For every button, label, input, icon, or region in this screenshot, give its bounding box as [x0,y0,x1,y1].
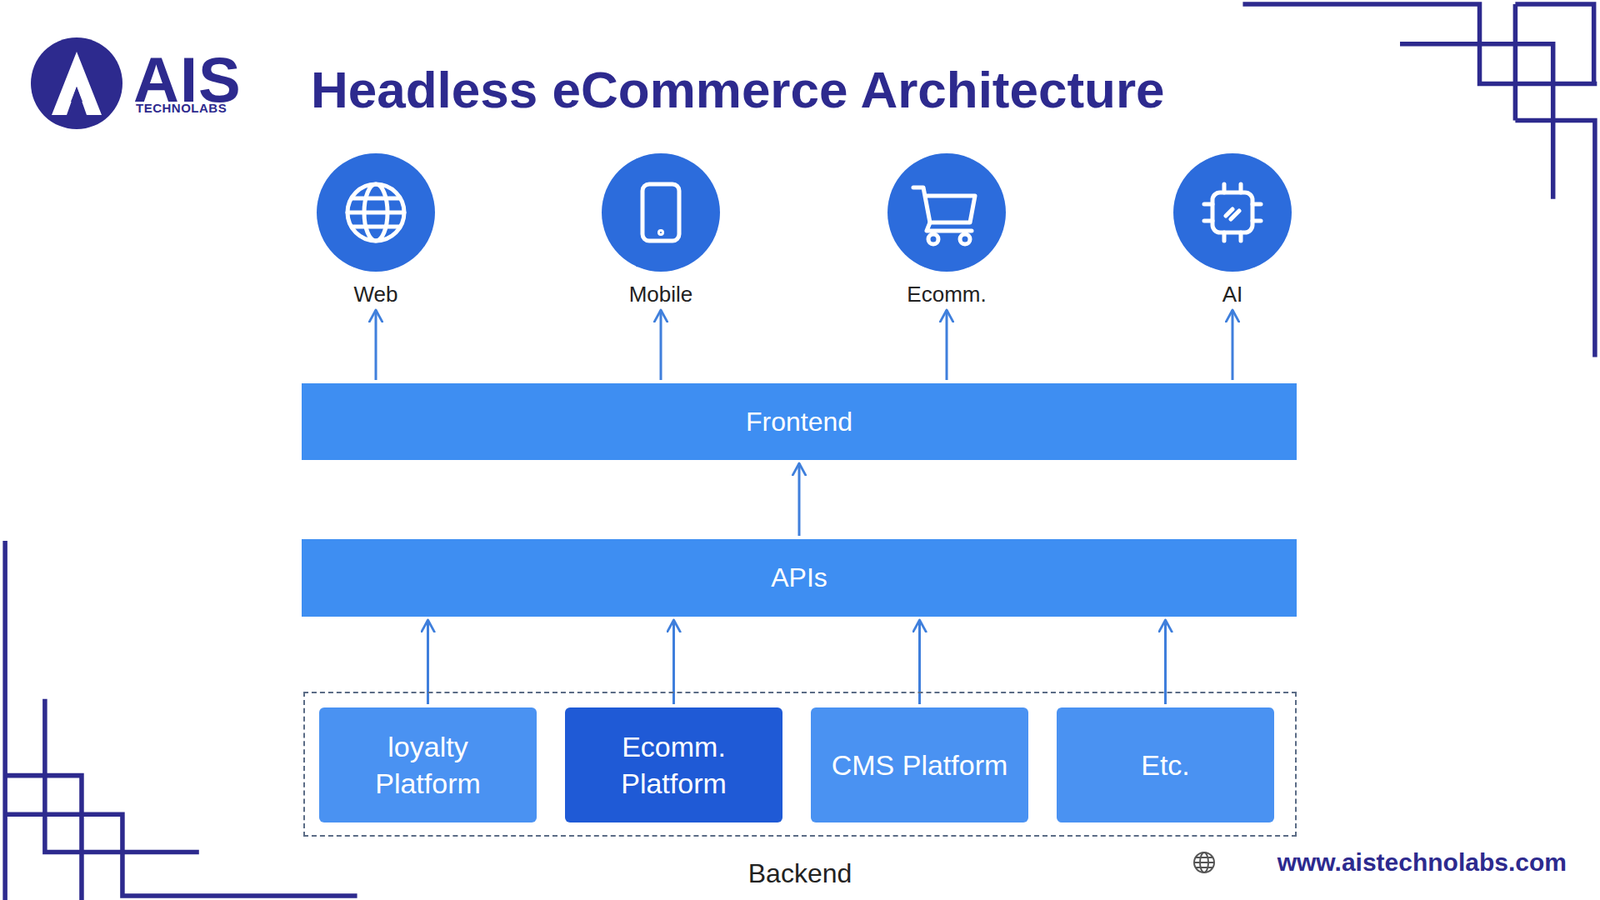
box-label: CMS Platform [831,746,1009,784]
layer-band: APIs [301,539,1297,617]
channel-label: Ecomm. [906,281,986,307]
group-label: Backend [305,858,1295,889]
icon-stroke [926,222,972,231]
flow-arrow [375,310,378,380]
chip-icon [1204,184,1261,241]
channel-circle: AI [1157,153,1308,307]
corner-line [1515,120,1595,357]
phone-icon [642,184,680,241]
flow-arrow [660,310,663,380]
logo-letter-shape [51,51,102,115]
flow-arrow [1231,310,1235,380]
corner-line [1513,4,1519,121]
box-label: Ecomm. Platform [584,728,764,802]
platform-box: Ecomm. Platform [565,707,783,823]
logo-circle [30,37,123,130]
circle-fill [601,153,720,272]
logo-cutout [70,86,83,102]
icon-stroke [347,184,405,241]
channel-circle: Web [300,153,451,307]
platform-box: loyalty Platform [319,707,537,823]
icon-stroke [1212,192,1253,233]
icon-stroke [928,234,939,245]
icon-stroke [364,184,388,241]
corner-ornaments [5,4,1597,900]
box-label: Frontend [745,406,853,438]
diagram-title: Headless eCommerce Architecture [310,60,1165,120]
globe-outline [1194,852,1215,873]
logo-subtitle: TECHNOLABS [135,101,227,115]
box-label: Etc. [1140,746,1190,784]
icon-stroke [960,234,970,245]
box-label: APIs [770,562,828,594]
circle-shape [601,153,720,272]
website-url: www.aistechnolabs.com [1277,846,1567,879]
circle-shape [1173,153,1292,272]
platform-box: Etc. [1056,707,1275,823]
icon-stroke [1225,209,1240,220]
channel-circle: Mobile [585,153,736,307]
icon-stroke [660,231,663,235]
icon-stroke [347,198,405,227]
box-label: loyalty Platform [338,728,518,802]
backend-group: Backendloyalty PlatformEcomm. PlatformCM… [303,691,1297,837]
layer-band: Frontend [301,383,1297,460]
channel-circle: Ecomm. [871,153,1022,307]
flow-arrow [945,310,949,380]
circle-fill [316,153,435,272]
circle-shape [887,153,1006,272]
circle-fill [887,153,1006,272]
icon-stroke [1204,184,1261,241]
corner-line [2,540,8,900]
icon-stroke [642,184,680,241]
logo-mark [30,37,123,130]
globe-symbol [1194,852,1215,873]
globe-icon [347,184,405,241]
channel-label: AI [1222,281,1244,307]
globe-latitudes [1194,857,1215,868]
circle-fill [1173,153,1292,272]
channel-label: Mobile [629,281,694,307]
channel-label: Web [354,281,399,307]
icon-stroke [913,187,975,223]
platform-box: CMS Platform [810,707,1029,823]
cart-icon [913,187,975,245]
circle-shape [316,153,435,272]
flow-arrow [798,463,801,536]
